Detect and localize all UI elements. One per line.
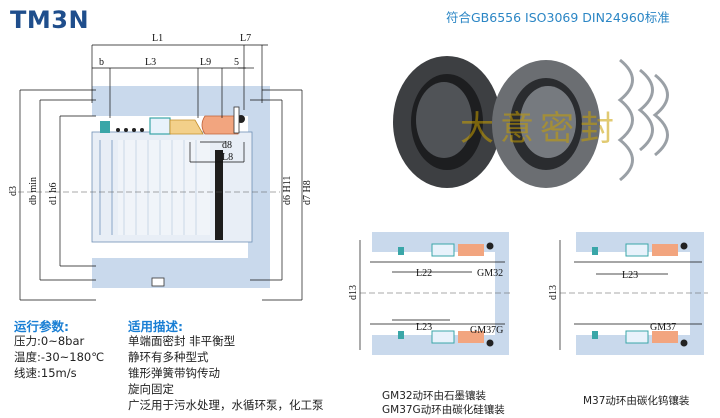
label-L23-left: L23 [416, 322, 432, 333]
caption-gm37g: GM37G动环由碳化硅镶装 [382, 404, 505, 416]
gm-variant-drawing: d13 L22 GM32 L23 GM37G [348, 232, 510, 355]
caption-m37: M37动环由碳化钨镶装 [583, 395, 690, 407]
housing-bottom [92, 258, 262, 288]
application-line: 静环有多种型式 [128, 350, 209, 364]
operating-param-line: 压力:0~8bar [14, 334, 85, 348]
label-L8: L8 [222, 152, 233, 163]
application-line: 锥形弹簧带钩传动 [128, 366, 220, 380]
label-GM37G: GM37G [470, 325, 503, 336]
applications-heading: 适用描述: [128, 319, 183, 334]
right-d13: d13 [548, 285, 559, 300]
watermark: 大意密封 [460, 109, 620, 149]
seat-black-band [215, 150, 223, 240]
label-b: b [99, 57, 104, 68]
operating-param-line: 线速:15m/s [14, 366, 77, 380]
model-title: TM3N [10, 6, 90, 34]
label-L23-right: L23 [622, 270, 638, 281]
application-line: 广泛用于污水处理，水循环泵，化工泵 [128, 398, 324, 412]
application-line: 旋向固定 [128, 382, 174, 396]
m37-variant-drawing: d13 L23 GM37 [548, 232, 708, 355]
caption-gm32: GM32动环由石墨镶装 [382, 390, 487, 402]
label-L22: L22 [416, 268, 432, 279]
application-line: 单端面密封 非平衡型 [128, 334, 236, 348]
product-photo: 大意密封 [393, 56, 669, 188]
label-d7-H8: d7 H8 [302, 180, 313, 205]
left-d13: d13 [348, 285, 359, 300]
label-GM37: GM37 [650, 322, 676, 333]
bottom-stop-mark [151, 277, 165, 287]
coil-spring-dots [116, 128, 144, 132]
stationary-seat-orange [201, 115, 239, 135]
label-L9: L9 [200, 57, 211, 68]
standard-note: 符合GB6556 ISO3069 DIN24960标准 [446, 10, 670, 25]
shaft-sleeve-highlight [118, 140, 210, 235]
housing-right [248, 86, 270, 288]
label-L3: L3 [145, 57, 156, 68]
rotary-face-yellow [169, 119, 204, 135]
operating-params-heading: 运行参数: [14, 319, 69, 334]
label-L1: L1 [152, 33, 163, 44]
label-L7: L7 [240, 33, 251, 44]
photo-spring [617, 58, 669, 182]
label-d6-H11: d6 H11 [282, 176, 293, 205]
spring-holder [100, 121, 110, 133]
label-d3: d3 [8, 186, 19, 196]
operating-param-line: 温度:-30~180℃ [14, 350, 105, 364]
anti-rotation-pin [233, 106, 240, 134]
label-d8: d8 [222, 140, 232, 151]
label-d1-h6: d1 h6 [48, 183, 59, 206]
label-db-min: db min [28, 177, 39, 205]
spring-retainer [149, 117, 171, 135]
label-GM32: GM32 [477, 268, 503, 279]
label-5: 5 [234, 57, 239, 68]
